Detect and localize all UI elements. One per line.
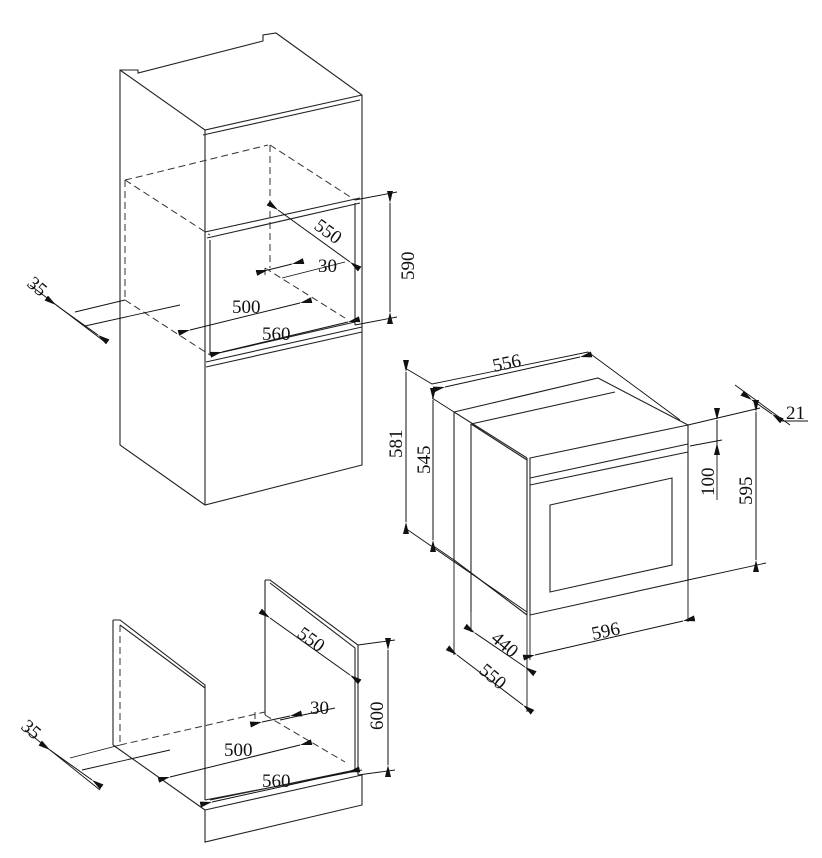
bottom-depth-label: 550 (293, 623, 328, 657)
oven-front-thickness-label: 21 (786, 403, 805, 424)
top-inner-width-label: 500 (232, 297, 261, 318)
bottom-rear-gap-label: 30 (310, 698, 329, 719)
bottom-inner-width-label: 500 (224, 740, 253, 761)
top-niche-dimensions: 550 30 500 560 590 35 (23, 191, 419, 358)
bottom-height-label: 600 (367, 702, 388, 731)
oven-inner-height-label: 545 (414, 446, 435, 475)
oven-top-width-label: 556 (491, 350, 523, 376)
oven-front-width-label: 596 (590, 618, 622, 644)
top-front-offset-label: 35 (23, 273, 51, 301)
top-depth-label: 550 (310, 215, 345, 249)
oven-panel-height-label: 100 (698, 468, 719, 497)
top-rear-gap-label: 30 (318, 256, 337, 277)
oven-body-height-label: 581 (386, 430, 407, 459)
bottom-niche-dimensions: 550 30 500 560 600 35 (17, 608, 396, 808)
oven-depth-inner-label: 440 (487, 628, 522, 662)
top-height-label: 590 (398, 252, 419, 281)
oven-dimensions: 556 581 545 100 595 21 596 440 550 (386, 350, 808, 715)
oven (453, 377, 689, 616)
bottom-width-label: 560 (262, 771, 291, 792)
oven-depth-label: 550 (475, 660, 510, 694)
top-width-label: 560 (262, 324, 291, 345)
bottom-front-offset-label: 35 (17, 716, 45, 744)
oven-front-height-label: 595 (736, 477, 757, 506)
